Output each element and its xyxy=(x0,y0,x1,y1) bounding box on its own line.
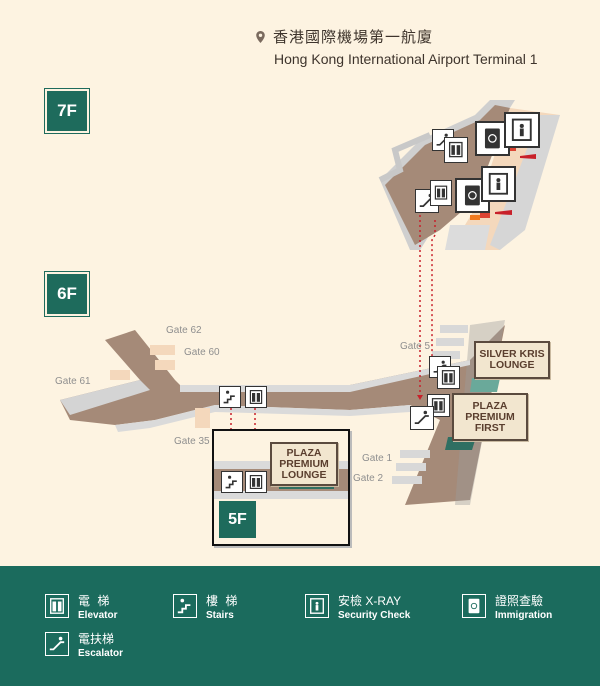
passport-icon xyxy=(462,594,486,618)
terminal-map: 香港國際機場第一航廈 Hong Kong International Airpo… xyxy=(44,26,560,546)
route-lines xyxy=(230,215,436,465)
location-pin-icon xyxy=(256,30,265,43)
title-english: Hong Kong International Airport Terminal… xyxy=(274,51,538,67)
elevator-icon[interactable] xyxy=(430,180,452,206)
gate-2-label: Gate 2 xyxy=(353,473,384,484)
stairs-icon xyxy=(173,594,197,618)
elevator-icon[interactable] xyxy=(444,137,468,163)
elevator-icon[interactable] xyxy=(245,386,267,408)
gate-62-label: Gate 62 xyxy=(166,325,202,336)
escalator-icon xyxy=(45,632,69,656)
stairs-icon[interactable] xyxy=(221,471,243,493)
plaza-premium-first-label[interactable]: PLAZA PREMIUM FIRST xyxy=(452,393,528,441)
title-chinese: 香港國際機場第一航廈 xyxy=(273,29,434,46)
security-check-icon xyxy=(305,594,329,618)
gate-35-label: Gate 35 xyxy=(174,436,210,447)
floor-5f-inset: PLAZA PREMIUM LOUNGE 5F xyxy=(212,429,350,546)
elevator-icon[interactable] xyxy=(245,471,267,493)
gate-60-label: Gate 60 xyxy=(184,347,220,358)
elevator-icon xyxy=(45,594,69,618)
security-check-icon[interactable] xyxy=(504,112,540,148)
map-title: 香港國際機場第一航廈 Hong Kong International Airpo… xyxy=(256,26,538,67)
floor-6f-map xyxy=(60,320,505,505)
gate-5-label: Gate 5 xyxy=(400,341,431,352)
escalator-icon[interactable] xyxy=(410,406,434,430)
elevator-icon[interactable] xyxy=(437,366,460,389)
floor-badge-5f[interactable]: 5F xyxy=(219,501,256,538)
stairs-icon[interactable] xyxy=(219,386,241,408)
floor-badge-6f[interactable]: 6F xyxy=(44,271,90,317)
gate-1-label: Gate 1 xyxy=(362,453,393,464)
plaza-premium-lounge-label[interactable]: PLAZA PREMIUM LOUNGE xyxy=(270,442,338,486)
floor-badge-7f[interactable]: 7F xyxy=(44,88,90,134)
silver-kris-lounge-label[interactable]: SILVER KRIS LOUNGE xyxy=(474,341,550,379)
security-check-icon[interactable] xyxy=(481,166,516,202)
gate-61-label: Gate 61 xyxy=(55,376,91,387)
